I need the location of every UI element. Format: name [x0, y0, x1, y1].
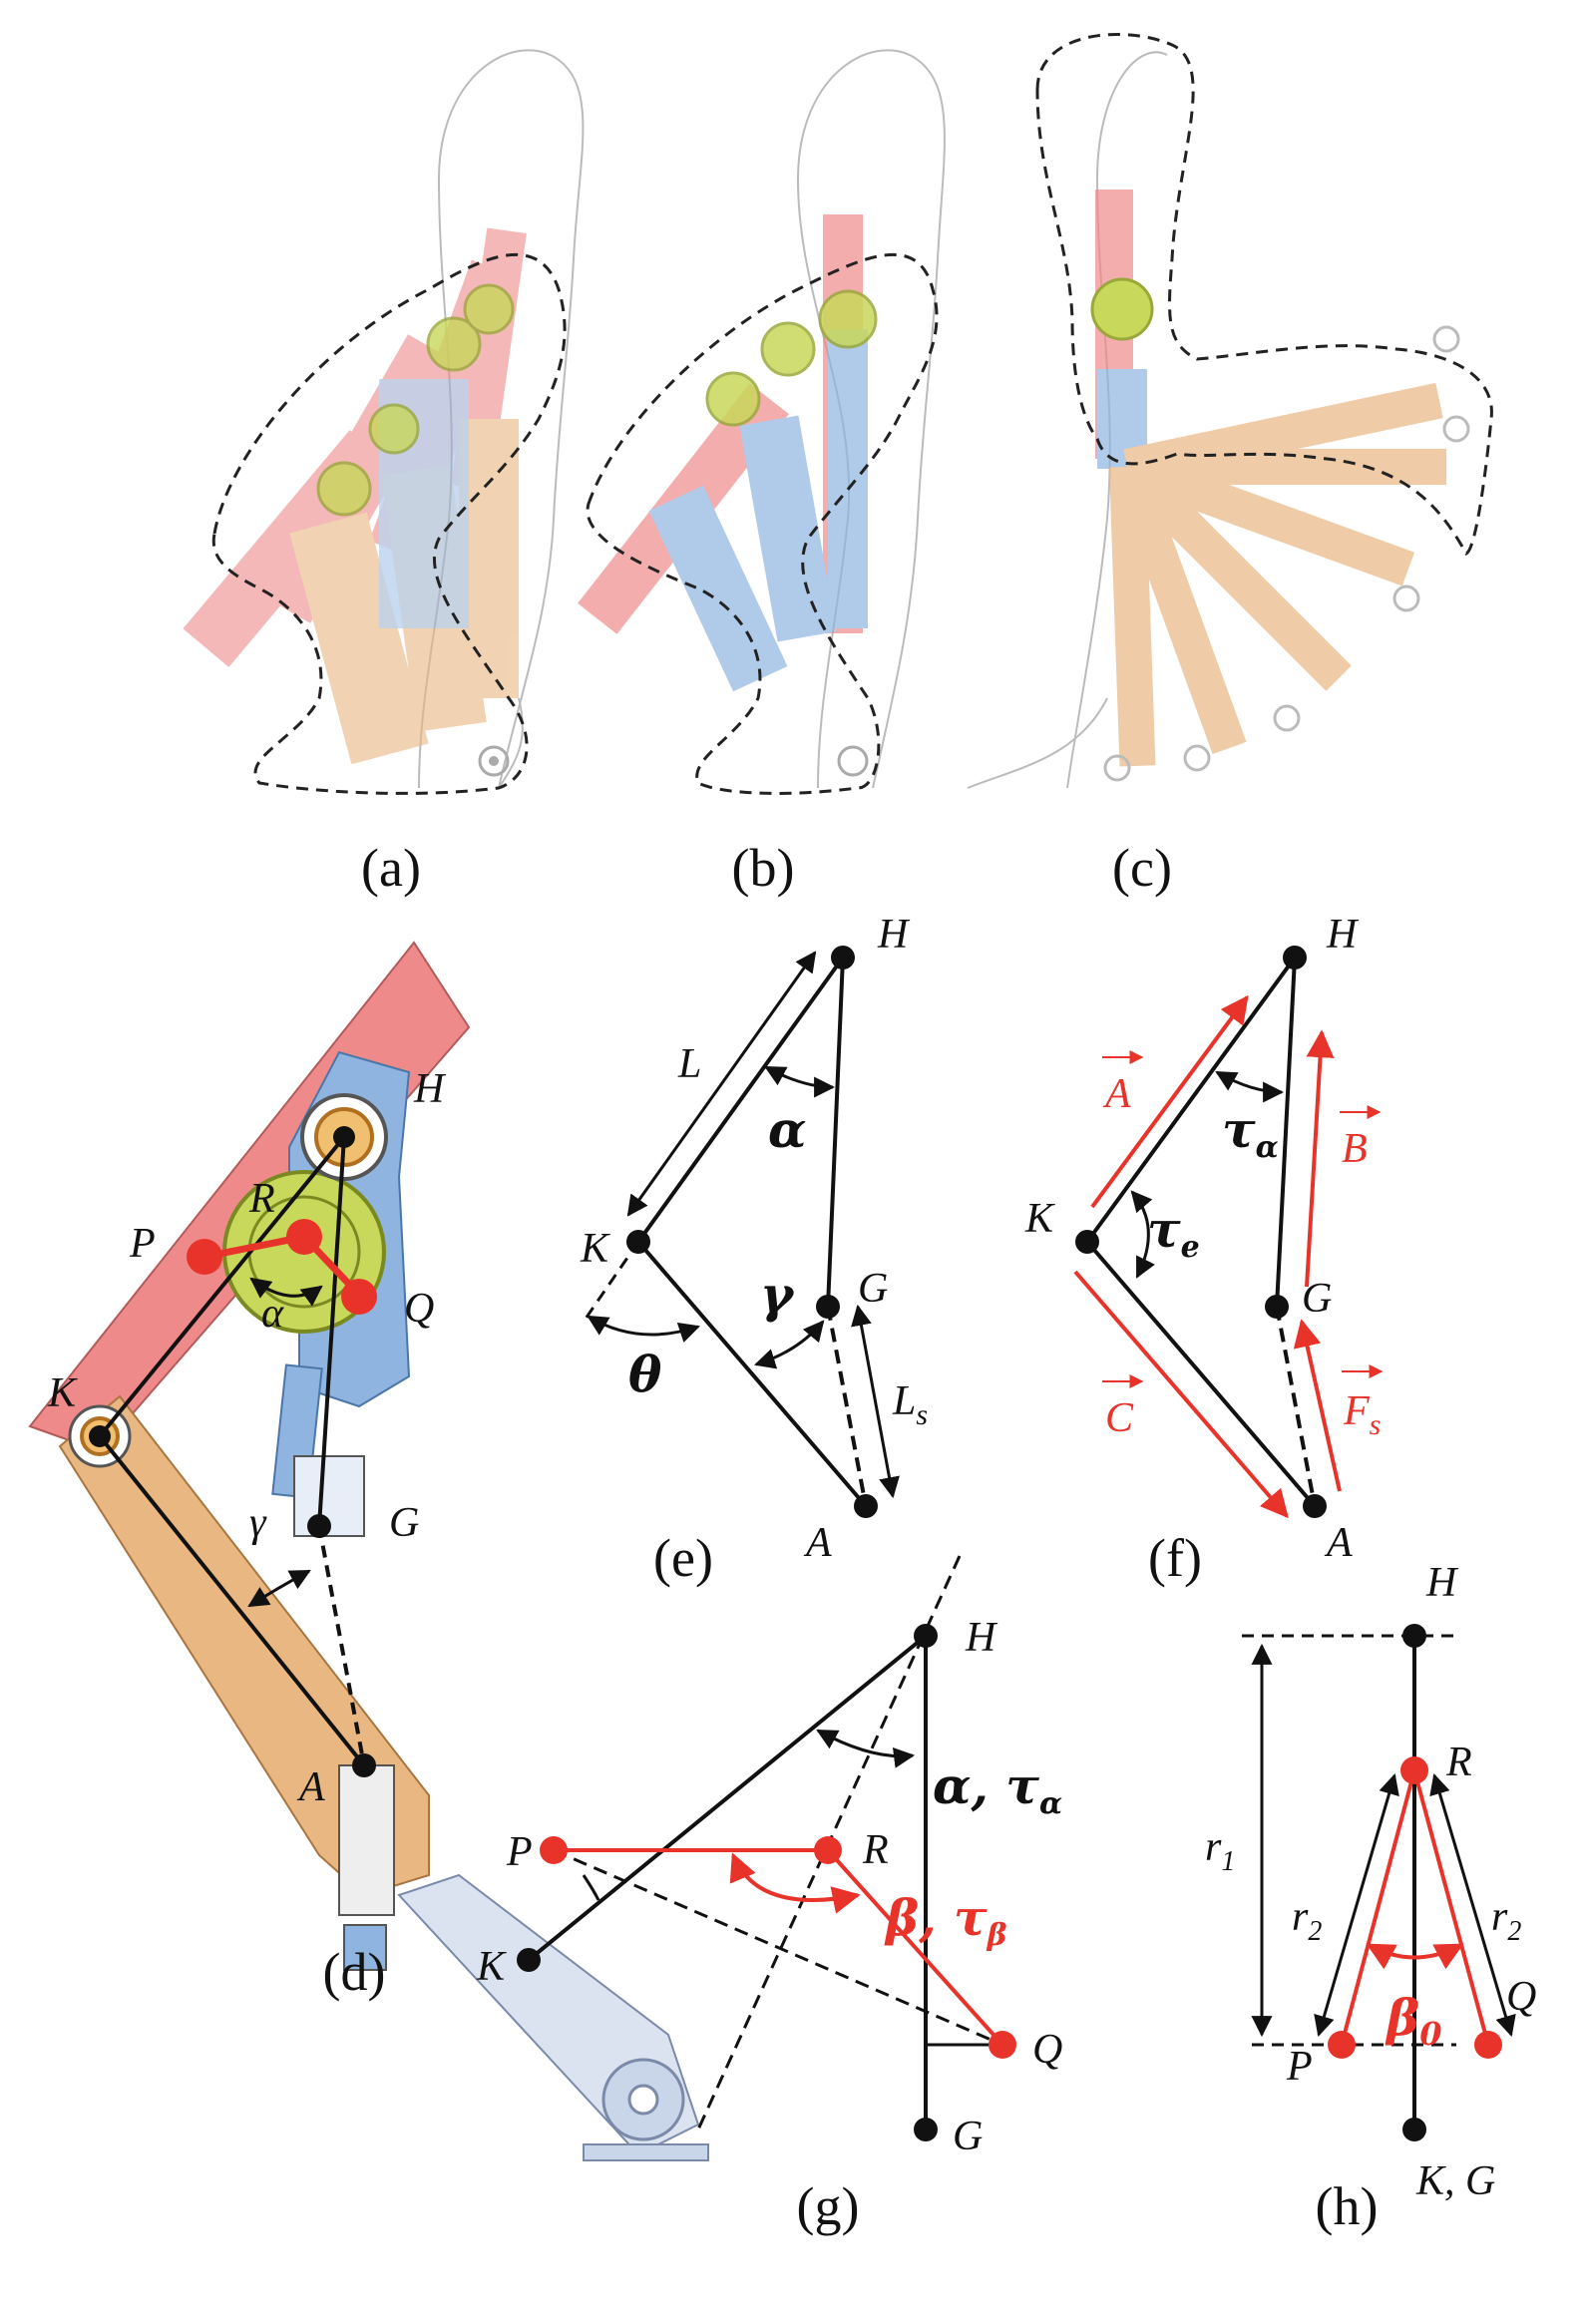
joint-KG-h [1402, 2118, 1426, 2141]
joint-R-d [286, 1219, 322, 1255]
label-r2-right-h: r2 [1491, 1894, 1521, 1947]
label-Q-d: Q [404, 1286, 434, 1332]
joint-R-h [1400, 1756, 1428, 1784]
panel-h-caption: (h) [1316, 2176, 1379, 2236]
joint-A-f [1303, 1494, 1327, 1518]
panel-h-diagram [1242, 1634, 1516, 2130]
joint-K-f [1075, 1230, 1099, 1254]
svg-text:C: C [1105, 1395, 1134, 1441]
svg-text:Fs: Fs [1343, 1388, 1381, 1441]
label-G-g: G [953, 2114, 983, 2159]
vector-Fs-label: Fs [1342, 1364, 1384, 1441]
joint-H-g [914, 1624, 938, 1648]
label-H-h: H [1425, 1560, 1459, 1606]
panel-e-diagram [582, 951, 900, 1508]
joint-G-d [307, 1514, 331, 1538]
label-Q-h: Q [1506, 1974, 1536, 2020]
joint-G-g [914, 2118, 938, 2141]
joint-H-h [1402, 1624, 1426, 1648]
label-Q-g: Q [1032, 2027, 1062, 2073]
label-L-e: L [677, 1041, 701, 1087]
joint-K-e [626, 1230, 650, 1254]
panel-d-caption: (d) [323, 1942, 386, 2002]
label-A-d: A [296, 1764, 325, 1810]
label-alpha-d: α [261, 1291, 284, 1337]
joint-P-g [540, 1836, 568, 1864]
joint-H-f [1283, 946, 1307, 969]
panel-a-caption: (a) [361, 838, 421, 898]
panel-g-caption: (g) [797, 2176, 860, 2236]
panel-d-mechanism [28, 941, 709, 2161]
label-R-g: R [862, 1827, 889, 1873]
joint-R-g [814, 1836, 842, 1864]
label-tau-e-f: τe [1147, 1200, 1200, 1265]
vector-C-label: C [1102, 1374, 1144, 1441]
joint-K-g [517, 1948, 541, 1972]
label-H-e: H [877, 912, 911, 958]
panel-c-illustration [967, 32, 1493, 789]
label-K-d: K [47, 1370, 78, 1416]
label-alpha-tau-alpha-g: α, τα [933, 1756, 1062, 1821]
svg-text:B: B [1342, 1126, 1368, 1172]
label-P-d: P [129, 1221, 156, 1267]
panel-b-illustration [578, 49, 946, 795]
label-r1-h: r1 [1205, 1824, 1235, 1877]
label-r2-left-h: r2 [1292, 1894, 1322, 1947]
joint-A-d [352, 1753, 376, 1777]
label-R-h: R [1445, 1740, 1472, 1785]
joint-Q-g [989, 2031, 1016, 2059]
joint-H-d [333, 1126, 355, 1148]
label-G-d: G [389, 1500, 419, 1546]
joint-G-f [1265, 1295, 1289, 1319]
label-G-e: G [858, 1266, 888, 1312]
joint-G-e [816, 1295, 840, 1319]
joint-K-d [89, 1425, 111, 1447]
label-H-g: H [965, 1615, 998, 1661]
label-K-f: K [1024, 1196, 1055, 1242]
label-gamma-d: γ [249, 1500, 267, 1546]
label-H-d: H [413, 1066, 447, 1112]
panel-b-caption: (b) [732, 838, 795, 898]
vector-B-label: B [1340, 1105, 1382, 1172]
label-beta0-h: β0 [1385, 1988, 1441, 2053]
label-P-g: P [506, 1829, 533, 1875]
label-KG-h: K, G [1415, 2158, 1495, 2204]
label-G-f: G [1302, 1276, 1332, 1322]
svg-text:A: A [1102, 1071, 1131, 1117]
panel-f-diagram [1073, 956, 1342, 1519]
label-A-f: A [1324, 1520, 1353, 1566]
label-P-h: P [1286, 2044, 1313, 2090]
joint-A-e [854, 1494, 878, 1518]
joint-Q-d [341, 1279, 377, 1315]
label-K-g: K [476, 1944, 507, 1990]
label-alpha-e: α [768, 1100, 806, 1159]
joint-P-h [1328, 2031, 1356, 2059]
label-A-e: A [803, 1520, 832, 1566]
joint-P-d [187, 1239, 222, 1275]
label-beta-tau-beta-g: β, τβ [884, 1888, 1007, 1953]
label-R-d: R [248, 1176, 275, 1222]
label-Ls-e: Ls [892, 1378, 928, 1431]
label-theta-e: θ [628, 1345, 662, 1403]
joint-Q-h [1474, 2031, 1502, 2059]
panel-f-caption: (f) [1148, 1528, 1202, 1588]
label-K-e: K [580, 1226, 610, 1272]
panel-a-illustration [183, 49, 585, 795]
label-gamma-e: γ [760, 1265, 795, 1324]
panel-e-caption: (e) [653, 1528, 713, 1588]
label-H-f: H [1326, 912, 1360, 958]
label-tau-alpha-f: τα [1222, 1100, 1279, 1165]
vector-A-label: A [1102, 1050, 1144, 1117]
joint-H-e [831, 946, 855, 969]
panel-c-caption: (c) [1112, 838, 1172, 898]
